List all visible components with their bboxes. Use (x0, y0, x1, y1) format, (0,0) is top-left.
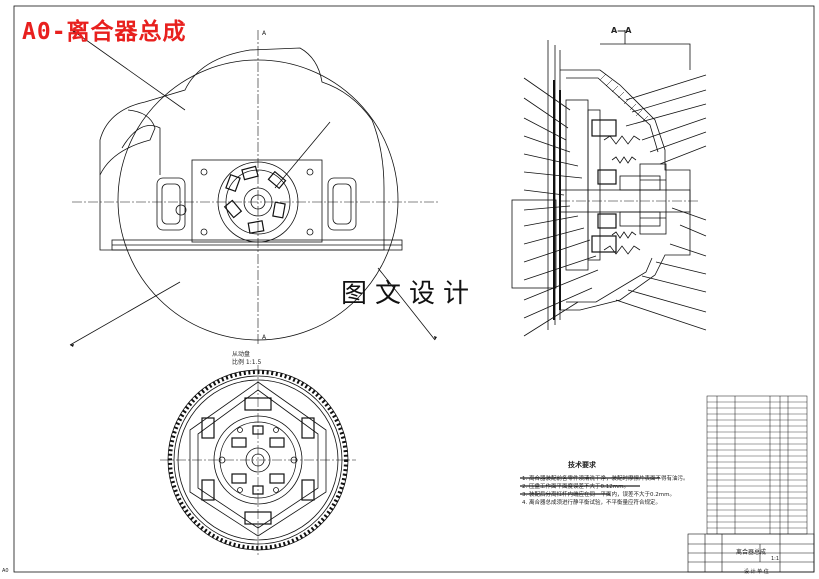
section-view-title: A—A (611, 26, 632, 35)
bottom-view-title: 从动盘 (232, 351, 251, 358)
sheet-size-note: A0 (2, 568, 9, 574)
driven-disc-view (160, 365, 356, 556)
tech-requirement-line: 2. 压盘工作面平面度误差不大于0.12mm。 (522, 484, 629, 490)
tech-requirement-line: 3. 装配后分离杠杆内端应在同一平面内，误差不大于0.2mm。 (522, 492, 675, 498)
parts-list (706, 395, 808, 535)
tech-requirements-title: 技术要求 (568, 461, 596, 469)
title-block-scale: 1:1 (771, 556, 780, 562)
section-view (511, 30, 707, 337)
tech-requirement-line: 4. 离合器总成须进行静平衡试验，不平衡量应符合规定。 (522, 500, 661, 506)
section-marker-top: A (262, 30, 267, 37)
drawing-title: A0-离合器总成 (22, 19, 187, 45)
title-block-company: 设 计 单 位 (744, 569, 769, 575)
tech-requirement-line: 1. 离合器装配前各零件须清洗干净，装配时摩擦片表面不得有油污。 (522, 476, 689, 482)
drawing-frame (13, 5, 815, 573)
watermark-text: 图文设计 (341, 279, 478, 309)
title-block (687, 533, 815, 573)
bottom-view-scale: 比例 1:1.5 (232, 359, 262, 366)
title-block-name: 离合器总成 (736, 549, 767, 556)
front-view (69, 29, 440, 346)
section-marker-bottom: A (262, 334, 267, 341)
